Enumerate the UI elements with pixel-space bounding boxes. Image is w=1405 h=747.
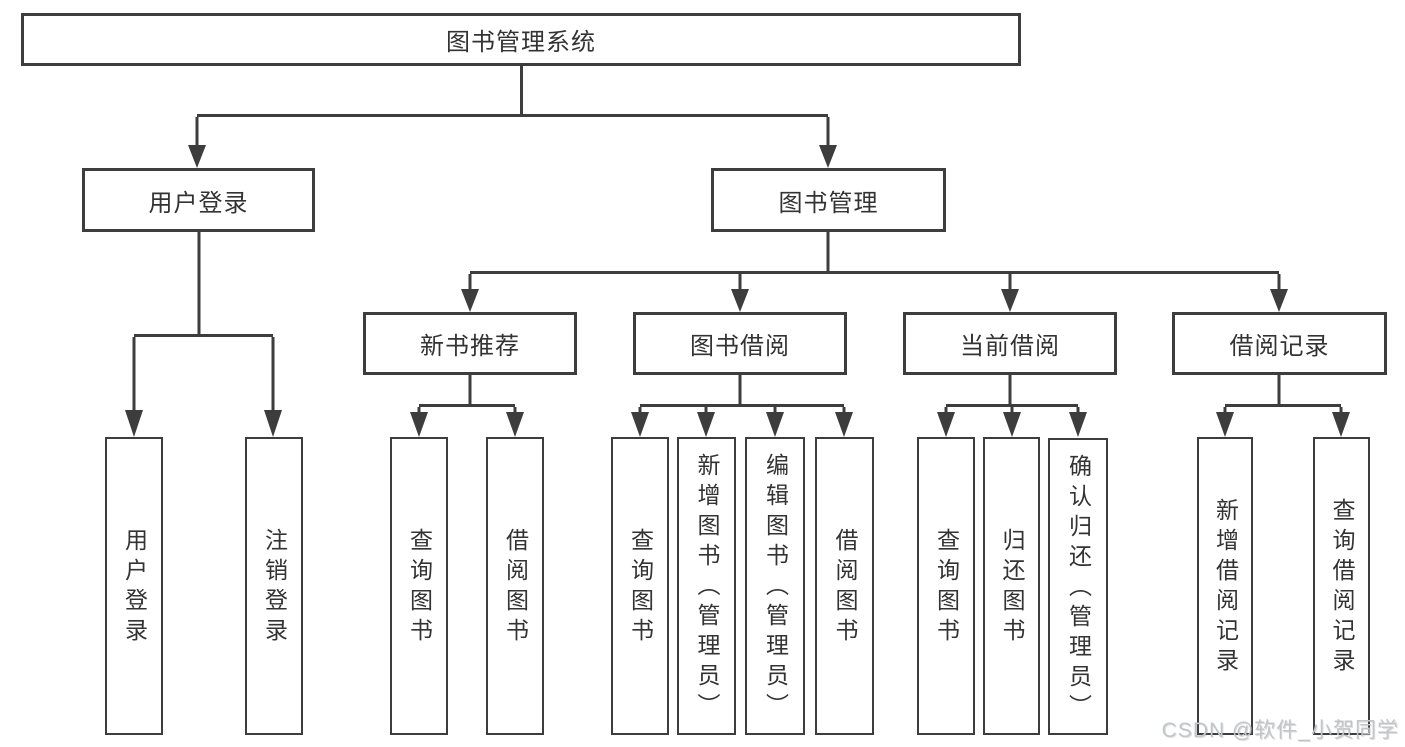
leaf-query-books-recommend: 查询图书: [390, 437, 448, 735]
leaf-label: 编辑图书（管理员）: [762, 453, 789, 723]
leaf-user-login: 用户登录: [105, 437, 163, 735]
csdn-watermark: CSDN @软件_小贺同学: [1161, 719, 1399, 742]
leaf-label: 查询图书: [406, 528, 433, 648]
leaf-add-books-admin: 新增图书（管理员）: [677, 437, 736, 735]
node-borrow-record: 借阅记录: [1172, 312, 1387, 375]
leaf-label: 查询借阅记录: [1329, 498, 1355, 678]
leaf-label: 用户登录: [121, 528, 148, 648]
node-new-book-recommend: 新书推荐: [363, 312, 577, 375]
leaf-borrow-books: 借阅图书: [815, 437, 874, 735]
leaf-edit-books-admin: 编辑图书（管理员）: [745, 437, 805, 735]
leaf-label: 确认归还（管理员）: [1065, 453, 1092, 724]
leaf-label: 归还图书: [999, 528, 1025, 648]
node-label: 图书借阅: [690, 333, 790, 360]
leaf-confirm-return-admin: 确认归还（管理员）: [1048, 438, 1108, 735]
node-label: 当前借阅: [960, 333, 1060, 360]
leaf-query-books-current: 查询图书: [917, 437, 975, 735]
node-label: 图书管理: [778, 189, 879, 217]
leaf-query-borrow-record: 查询借阅记录: [1313, 437, 1370, 735]
leaf-label: 查询图书: [627, 528, 654, 648]
node-current-borrow: 当前借阅: [903, 312, 1117, 375]
node-label: 新书推荐: [420, 333, 520, 360]
connector-arrowheads: [125, 145, 1350, 437]
node-book-borrow: 图书借阅: [633, 312, 847, 375]
leaf-label: 注销登录: [261, 528, 288, 648]
leaf-borrow-books-recommend: 借阅图书: [486, 437, 544, 735]
node-label: 图书管理系统: [446, 29, 596, 56]
leaf-return-books: 归还图书: [983, 437, 1040, 735]
leaf-add-borrow-record: 新增借阅记录: [1197, 437, 1253, 735]
node-user-login-branch: 用户登录: [82, 168, 315, 232]
leaf-logout: 注销登录: [245, 437, 303, 735]
node-label: 用户登录: [148, 189, 249, 217]
node-book-management-branch: 图书管理: [711, 168, 946, 232]
node-root-system: 图书管理系统: [21, 13, 1021, 66]
leaf-label: 查询图书: [933, 528, 960, 648]
leaf-label: 新增借阅记录: [1212, 498, 1239, 678]
node-label: 借阅记录: [1229, 333, 1330, 360]
leaf-label: 借阅图书: [502, 528, 529, 648]
leaf-label: 借阅图书: [832, 528, 858, 648]
leaf-label: 新增图书（管理员）: [694, 453, 720, 723]
leaf-query-books-borrow: 查询图书: [611, 437, 669, 735]
